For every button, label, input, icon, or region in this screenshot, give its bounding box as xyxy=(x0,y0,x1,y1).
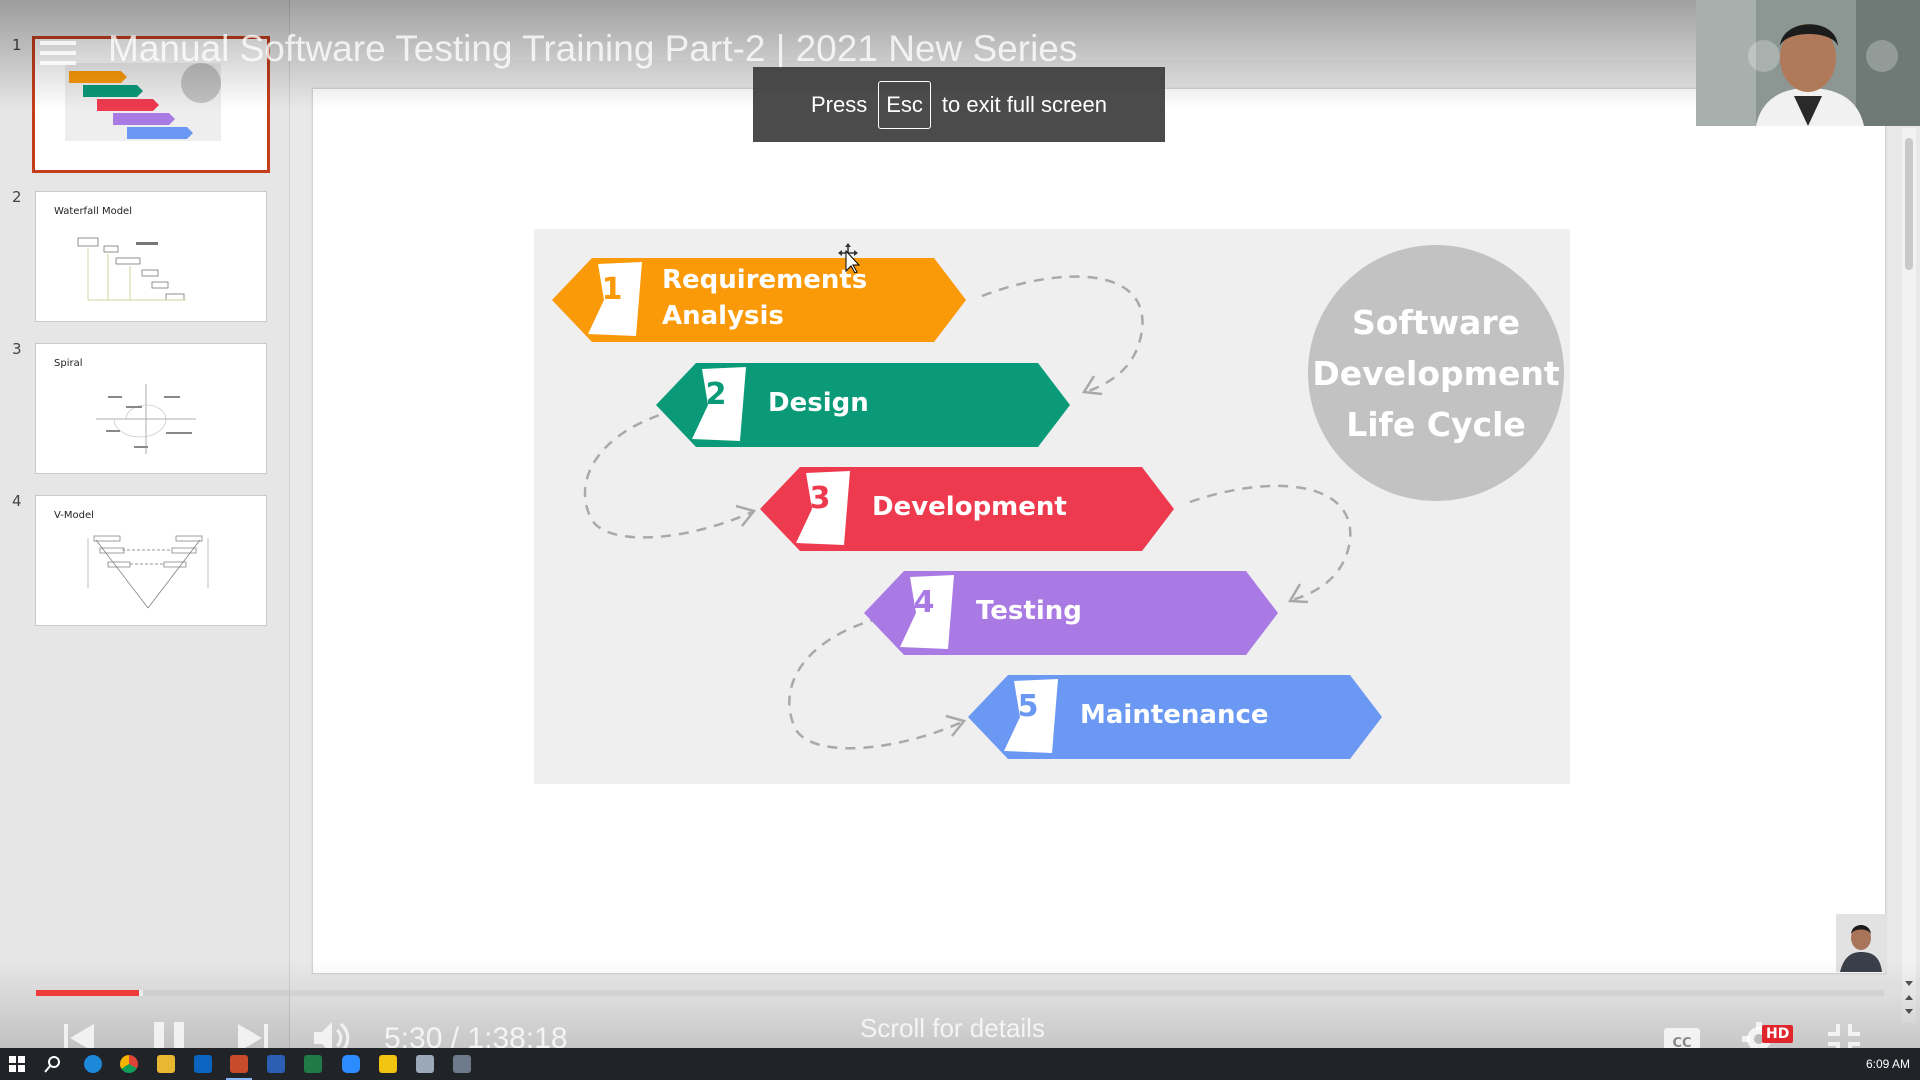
previous-icon[interactable] xyxy=(62,1022,96,1054)
step-label-line: Analysis xyxy=(662,301,784,331)
slide-thumbnail-title: V-Model xyxy=(54,510,94,521)
step-arrow-shape xyxy=(656,363,1070,447)
hd-badge: HD xyxy=(1762,1025,1794,1043)
waterfall-preview-graphic xyxy=(77,237,186,301)
step-label: Maintenance xyxy=(1080,700,1269,730)
step-label: Development xyxy=(872,492,1067,522)
slide-number: 1 xyxy=(12,36,22,54)
notepad-icon[interactable] xyxy=(416,1055,434,1073)
slide-1-preview-graphic xyxy=(65,63,221,141)
search-icon[interactable] xyxy=(44,1055,62,1073)
spiral-preview-graphic xyxy=(96,384,196,454)
step-arrow-shape xyxy=(864,571,1278,655)
step-label: Design xyxy=(768,388,869,418)
sdlc-title-circle: Software Development Life Cycle xyxy=(1308,245,1564,501)
circle-text-line: Life Cycle xyxy=(1346,404,1526,444)
next-slide-arrow-icon[interactable] xyxy=(1903,1006,1915,1016)
slide-number: 3 xyxy=(12,340,22,358)
slide-thumbnail-panel: 1 2 Waterfall Model 3 Spi xyxy=(0,0,290,1048)
step-number: 1 xyxy=(601,272,623,307)
move-cursor-icon xyxy=(838,243,861,273)
progress-played xyxy=(36,990,140,996)
presenter-figure xyxy=(1696,0,1920,126)
active-app-indicator xyxy=(226,1078,252,1080)
step-arrow-shape xyxy=(760,467,1174,551)
step-label-line: Requirements xyxy=(662,265,868,295)
step-number: 3 xyxy=(809,481,831,516)
slide-thumbnail-4[interactable]: V-Model xyxy=(35,495,267,626)
esc-key: Esc xyxy=(878,80,931,129)
step-number: 4 xyxy=(913,585,935,620)
next-icon[interactable] xyxy=(236,1022,270,1054)
scroll-for-details-hint[interactable]: Scroll for details xyxy=(860,1013,1045,1043)
sdlc-step-maintenance: 5 Maintenance xyxy=(968,673,1384,761)
vertical-scrollbar[interactable] xyxy=(1902,128,1916,1023)
sdlc-step-testing: 4 Testing xyxy=(864,569,1280,657)
windows-taskbar: 6:09 AM xyxy=(0,1048,1920,1080)
slide-thumbnail-1[interactable] xyxy=(32,36,270,173)
previous-slide-arrow-icon[interactable] xyxy=(1903,992,1915,1002)
step-arrow-shape xyxy=(968,675,1382,759)
step-label: Testing xyxy=(976,596,1082,626)
slide-number: 2 xyxy=(12,188,22,206)
step-label: Requirements Analysis xyxy=(662,262,867,334)
sdlc-step-development: 3 Development xyxy=(760,465,1176,553)
video-progress-bar[interactable] xyxy=(36,990,1884,996)
windows-start-icon[interactable] xyxy=(8,1055,26,1073)
scrollbar-thumb[interactable] xyxy=(1905,138,1913,270)
slide-thumbnail-title: Waterfall Model xyxy=(54,206,132,217)
v-model-preview-graphic xyxy=(87,535,209,609)
presenter-small-figure xyxy=(1836,914,1886,972)
presenter-webcam xyxy=(1696,0,1920,126)
slide-thumbnail-2[interactable]: Waterfall Model xyxy=(35,191,267,322)
toast-rest-text: to exit full screen xyxy=(941,91,1107,117)
edge-icon[interactable] xyxy=(84,1055,102,1073)
slide-number: 4 xyxy=(12,492,22,510)
taskbar-clock[interactable]: 6:09 AM xyxy=(1865,1057,1910,1071)
toast-press-text: Press xyxy=(810,91,868,117)
svg-text:CC: CC xyxy=(1672,1036,1691,1051)
menu-icon[interactable] xyxy=(40,40,76,66)
sdlc-step-design: 2 Design xyxy=(656,361,1072,449)
exit-fullscreen-toast: Press Esc to exit full screen xyxy=(753,67,1165,142)
zoom-icon[interactable] xyxy=(342,1055,360,1073)
presenter-thumbnail xyxy=(1836,914,1886,972)
video-title[interactable]: Manual Software Testing Training Part-2 … xyxy=(108,28,1078,69)
slide-thumbnail-3[interactable]: Spiral xyxy=(35,343,267,474)
circle-text-line: Development xyxy=(1312,353,1560,393)
captions-icon[interactable]: CC xyxy=(1662,1026,1702,1056)
chrome-icon[interactable] xyxy=(120,1055,138,1073)
sdlc-step-requirements-analysis: 1 Requirements Analysis xyxy=(552,256,968,344)
step-arrow-shape xyxy=(552,258,966,342)
calculator-icon[interactable] xyxy=(453,1055,471,1073)
scroll-down-arrow-icon[interactable] xyxy=(1903,978,1915,988)
player-controls-overlay xyxy=(0,960,1920,1060)
slide-thumbnail-title: Spiral xyxy=(54,358,83,369)
step-number: 2 xyxy=(705,377,727,412)
outlook-icon[interactable] xyxy=(194,1055,212,1073)
time-separator: / xyxy=(450,1022,460,1055)
circle-text-line: Software xyxy=(1352,302,1520,342)
step-number: 5 xyxy=(1017,689,1039,724)
file-explorer-icon[interactable] xyxy=(157,1055,175,1073)
circle-text: Software Development Life Cycle xyxy=(1312,297,1559,450)
pause-icon[interactable] xyxy=(152,1020,186,1056)
excel-icon[interactable] xyxy=(304,1055,322,1073)
sticky-notes-icon[interactable] xyxy=(379,1055,397,1073)
word-icon[interactable] xyxy=(267,1055,285,1073)
powerpoint-icon[interactable] xyxy=(230,1055,248,1073)
